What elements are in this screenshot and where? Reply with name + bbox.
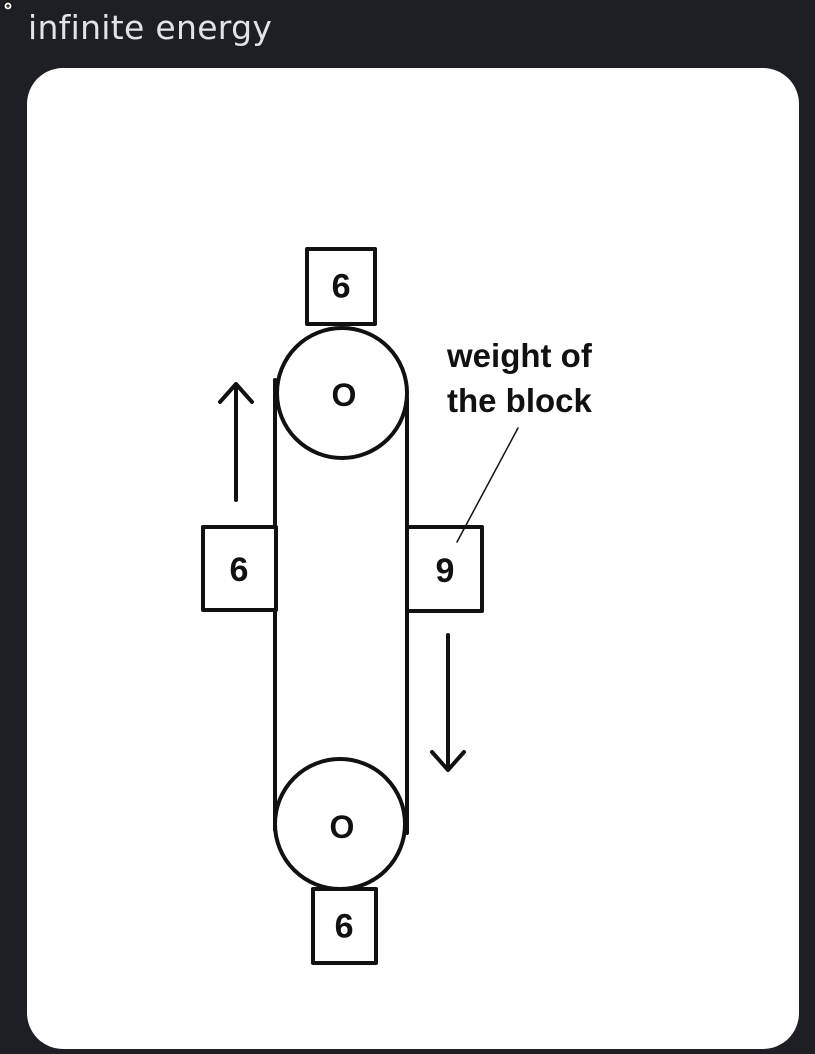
top-block: [305, 247, 377, 326]
post-title: infinite energy: [28, 8, 273, 47]
bottom-axle-label: O: [330, 809, 355, 845]
top-block-label: 9: [332, 266, 351, 304]
arrow-up-icon: [218, 382, 254, 502]
left-block-label: 6: [230, 551, 249, 589]
arrow-down-icon: [430, 633, 466, 772]
annotation-leader: [456, 427, 519, 543]
top-pulley: [275, 326, 409, 460]
overlay-icon[interactable]: [3, 1, 13, 11]
right-block-label: 9: [436, 552, 455, 590]
left-block: [201, 525, 278, 612]
annotation-line-1: weight of: [446, 337, 593, 374]
annotation-line-2: the block: [447, 382, 593, 419]
bottom-block: [311, 887, 378, 965]
top-axle-label: O: [332, 377, 357, 413]
pulley-diagram: 9 6 9 9 O O weight of the block: [201, 247, 593, 965]
post-image[interactable]: 9 6 9 9 O O weight of the block: [27, 68, 799, 1049]
bottom-block-label: 9: [335, 906, 354, 944]
right-block: [405, 525, 484, 613]
